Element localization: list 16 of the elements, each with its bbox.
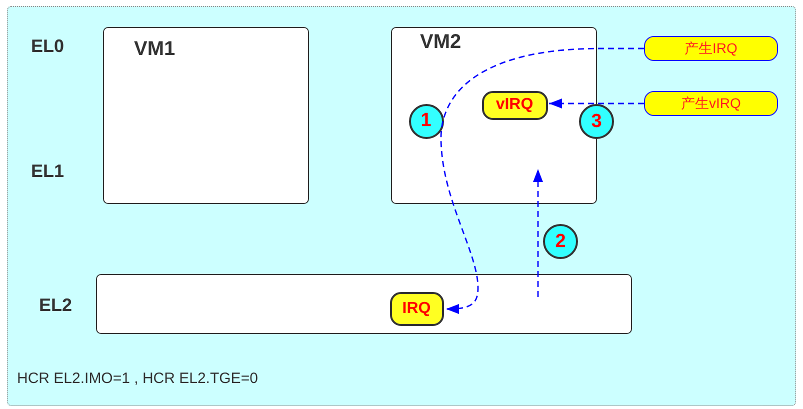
source-pill: 产生vIRQ (644, 91, 778, 116)
box-title: VM1 (134, 37, 176, 61)
step-number-circle: 1 (408, 104, 444, 138)
level-label: EL1 (31, 161, 64, 183)
dashed-arrow (440, 48, 644, 314)
dashed-arrow (549, 98, 644, 108)
signal-pill: vIRQ (482, 90, 548, 120)
register-note: HCR EL2.IMO=1 , HCR EL2.TGE=0 (17, 370, 258, 388)
level-label: EL2 (39, 295, 72, 317)
level-label: EL0 (31, 36, 64, 58)
vm-box (103, 27, 309, 204)
source-pill: 产生IRQ (644, 36, 778, 61)
level-box (96, 274, 632, 334)
box-title: VM2 (420, 30, 462, 54)
signal-pill: IRQ (390, 292, 444, 326)
dashed-arrow (533, 169, 543, 297)
